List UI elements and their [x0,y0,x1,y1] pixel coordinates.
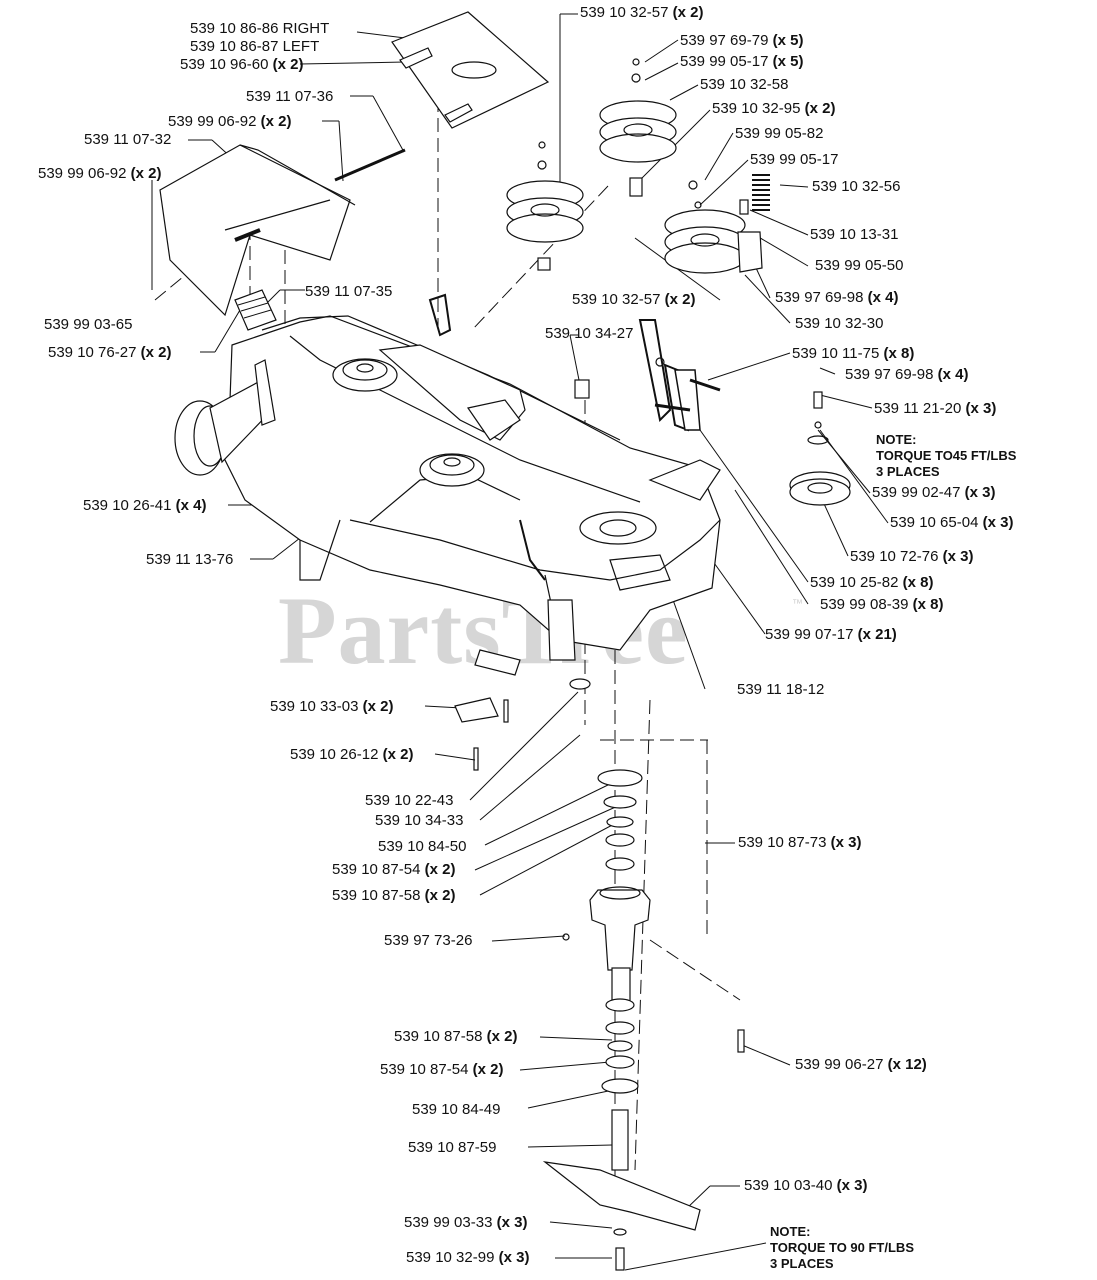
part-label: 539 99 07-17 [765,626,854,643]
part-label: 539 99 05-82 [735,125,824,142]
part-label: 539 10 34-33 [375,812,464,829]
spindle-stack [454,678,745,1271]
part-qty: (x 2) [486,1028,518,1045]
part-label: 539 99 03-65 [44,316,133,333]
part-qty: (x 8) [883,345,915,362]
part-label: 539 10 87-58 [332,887,421,904]
grass-chute [159,144,406,317]
part-qty: (x 2) [140,344,172,361]
part-qty: (x 3) [982,514,1014,531]
part-qty: (x 2) [362,698,394,715]
part-label: 539 10 65-04 [890,514,979,531]
part-qty: (x 2) [272,56,304,73]
part-qty: (x 3) [942,548,974,565]
part-qty: (x 5) [772,32,804,49]
part-label: 539 10 72-76 [850,548,939,565]
part-qty: (x 2) [260,113,292,130]
part-label: 539 10 26-41 [83,497,172,514]
part-label: 539 10 76-27 [48,344,137,361]
part-qty: (x 2) [130,165,162,182]
pulley-upper-right [599,58,677,197]
part-label: 539 97 69-98 [845,366,934,383]
part-label: 539 11 21-20 [874,400,962,417]
part-qty: (x 3) [964,484,996,501]
part-qty: (x 8) [912,596,944,613]
right-hardware [574,357,851,506]
part-label: 539 10 26-12 [290,746,379,763]
mower-deck [219,293,721,676]
part-label: 539 10 33-03 [270,698,359,715]
idler-pulley [664,174,770,274]
part-label: 539 10 32-56 [812,178,901,195]
part-label: 539 10 87-54 [332,861,421,878]
part-label: 539 10 87-59 [408,1139,497,1156]
part-label: 539 99 03-33 [404,1214,493,1231]
part-label: 539 10 87-58 [394,1028,483,1045]
part-qty: (x 2) [424,887,456,904]
part-qty: (x 4) [937,366,969,383]
part-label: 539 10 25-82 [810,574,899,591]
part-qty: (x 8) [902,574,934,591]
part-qty: (x 2) [804,100,836,117]
part-qty: (x 3) [496,1214,528,1231]
part-label: 539 10 96-60 [180,56,269,73]
part-label: 539 10 84-50 [378,838,467,855]
deflector-cover [391,11,550,129]
part-label: 539 10 11-75 [792,345,880,362]
part-label: 539 10 13-31 [810,226,899,243]
part-qty: (x 2) [472,1061,504,1078]
torque-note-top: NOTE: TORQUE TO45 FT/LBS 3 PLACES [876,432,1017,479]
part-label: 539 99 02-47 [872,484,961,501]
part-label: 539 10 32-99 [406,1249,495,1266]
part-label: 539 99 05-17 [680,53,769,70]
caster-wheel [174,289,277,476]
part-qty: (x 21) [857,626,897,643]
part-label: 539 97 69-98 [775,289,864,306]
part-label: 539 10 86-86 RIGHT [190,20,330,37]
part-qty: (x 4) [175,497,207,514]
part-label: 539 97 73-26 [384,932,473,949]
part-label: 539 10 87-73 [738,834,827,851]
part-label: 539 99 06-27 [795,1056,884,1073]
part-label: 539 10 32-57 [572,291,661,308]
part-label: 539 10 32-95 [712,100,801,117]
part-label: 539 11 07-32 [84,131,172,148]
part-qty: (x 4) [867,289,899,306]
part-qty: (x 2) [664,291,696,308]
part-label: 539 10 22-43 [365,792,454,809]
torque-note-bottom: NOTE: TORQUE TO 90 FT/LBS 3 PLACES [770,1224,914,1271]
part-label: 539 97 69-79 [680,32,769,49]
part-qty: (x 3) [965,400,997,417]
part-label: 539 10 32-30 [795,315,884,332]
part-label: 539 99 06-92 [168,113,257,130]
part-qty: (x 2) [424,861,456,878]
part-qty: (x 3) [498,1249,530,1266]
part-label: 539 11 07-35 [305,283,393,300]
part-label: 539 11 07-36 [246,88,334,105]
part-qty: (x 2) [672,4,704,21]
part-label: 539 10 87-54 [380,1061,469,1078]
part-label: 539 10 34-27 [545,325,634,342]
part-qty: (x 3) [830,834,862,851]
part-label: 539 10 84-49 [412,1101,501,1118]
part-label: 539 99 05-50 [815,257,904,274]
part-qty: (x 2) [382,746,414,763]
part-label: 539 99 08-39 [820,596,909,613]
part-qty: (x 5) [772,53,804,70]
pulley-upper-left [506,141,584,271]
part-label: 539 11 13-76 [146,551,234,568]
part-label: 539 99 05-17 [750,151,839,168]
part-label: 539 11 18-12 [737,681,825,698]
part-qty: (x 12) [887,1056,927,1073]
part-label: 539 10 03-40 [744,1177,833,1194]
part-label: 539 10 32-58 [700,76,789,93]
part-label: 539 99 06-92 [38,165,127,182]
part-label: 539 10 32-57 [580,4,669,21]
part-label: 539 10 86-87 LEFT [190,38,320,55]
part-qty: (x 3) [836,1177,868,1194]
watermark-trademark: ™ [792,598,803,610]
